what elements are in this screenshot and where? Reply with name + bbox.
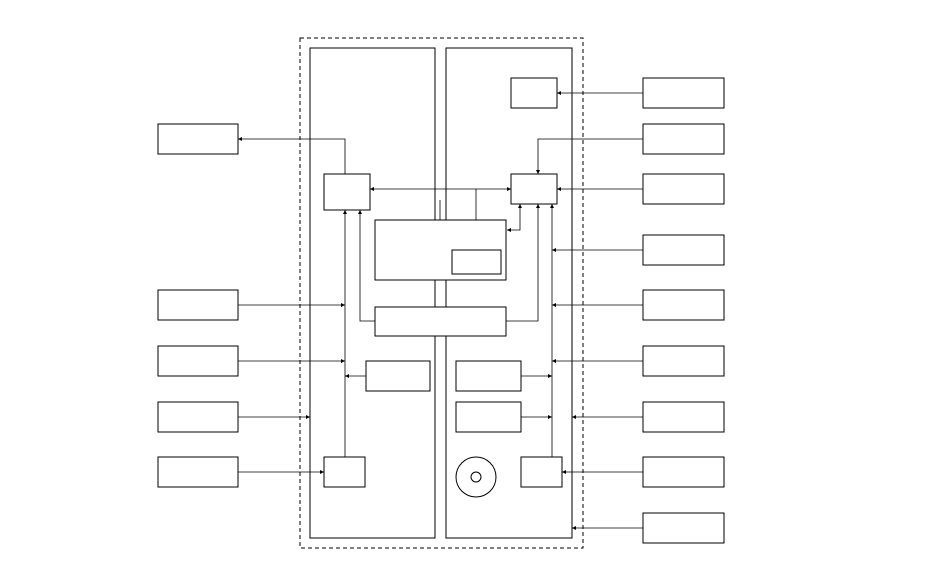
right-panel-block-1	[455, 360, 522, 392]
ext-right-box-2	[642, 123, 725, 155]
conn-left-block-to-ext1	[238, 137, 346, 174]
ext-right-box-7	[642, 401, 725, 433]
left-control-block	[323, 173, 371, 211]
disc-inner	[470, 471, 482, 483]
left-panel-block-bottom	[323, 456, 366, 488]
ext-left-box-1	[157, 123, 239, 155]
outer-enclosure	[299, 37, 584, 549]
right-panel	[445, 47, 573, 539]
conn-ext-r2	[536, 138, 643, 174]
left-panel-block-mid	[365, 360, 431, 392]
conn-center-lower-to-right	[506, 204, 540, 322]
ext-right-box-8	[642, 456, 725, 488]
right-top-block	[510, 77, 558, 109]
right-panel-block-bottom	[520, 456, 563, 488]
center-block-lower	[374, 306, 507, 337]
ext-right-box-4	[642, 234, 725, 266]
ext-left-box-3	[157, 345, 239, 377]
ext-left-box-4	[157, 401, 239, 433]
ext-right-box-5	[642, 289, 725, 321]
ext-right-box-6	[642, 345, 725, 377]
left-panel	[309, 47, 436, 539]
right-control-block	[510, 173, 558, 205]
ext-right-box-1	[642, 77, 725, 109]
ext-right-box-9	[642, 512, 725, 544]
right-panel-block-2	[455, 401, 522, 433]
disc-outer	[455, 456, 497, 498]
center-inner-block	[451, 249, 502, 275]
ext-left-box-2	[157, 289, 239, 321]
conn-center-upper-to-right	[507, 204, 522, 232]
ext-left-box-5	[157, 456, 239, 488]
conn-center-lower-to-left	[358, 210, 375, 322]
ext-right-box-3	[642, 173, 725, 205]
